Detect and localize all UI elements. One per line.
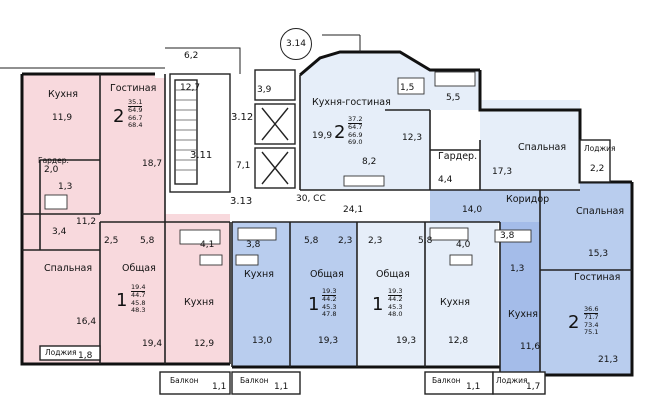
room-kitchen-a4: Кухня bbox=[244, 269, 274, 280]
room-bedroom-a2: Спальная bbox=[518, 142, 567, 153]
area-3-8-b: 3,8 bbox=[500, 231, 515, 241]
section-label-311: 3.11 bbox=[190, 150, 213, 161]
apt-rooms-a4: 1 bbox=[308, 294, 320, 315]
area-2-3-a: 2,3 bbox=[338, 236, 353, 246]
balcony-a5: Балкон bbox=[432, 376, 461, 385]
wall-outer-left bbox=[20, 74, 40, 366]
area-19-4: 19,4 bbox=[142, 339, 163, 349]
section-label-312: 3.12 bbox=[231, 112, 254, 123]
area-8-2: 8,2 bbox=[362, 157, 377, 167]
area-12-7: 12,7 bbox=[180, 83, 201, 93]
room-common-a4: Общая bbox=[310, 269, 344, 280]
area-16-4: 16,4 bbox=[76, 317, 97, 327]
section-label-313: 3.13 bbox=[230, 196, 253, 207]
area-11-2: 11,2 bbox=[76, 217, 97, 227]
apt-rooms-a1: 2 bbox=[113, 106, 125, 127]
area-7-1: 7,1 bbox=[236, 161, 251, 171]
area-18-7: 18,7 bbox=[142, 159, 163, 169]
room-common-a5: Общая bbox=[376, 269, 410, 280]
apt-fill-a2 bbox=[300, 52, 480, 190]
area-4-0: 4,0 bbox=[456, 240, 471, 250]
area-19-3-a: 19,3 bbox=[318, 336, 339, 346]
area-1-3-b: 1,3 bbox=[510, 264, 525, 274]
section-label-314: 3.14 bbox=[280, 28, 312, 60]
room-kitchen-a6: Кухня bbox=[508, 309, 538, 320]
room-living-a1: Гостиная bbox=[110, 83, 157, 94]
area-12-9: 12,9 bbox=[194, 339, 215, 349]
area-1-1-a: 1,1 bbox=[212, 382, 227, 392]
area-1-1-c: 1,1 bbox=[466, 382, 481, 392]
area-1-8: 1,8 bbox=[78, 351, 93, 361]
apt-rooms-a5: 1 bbox=[372, 294, 384, 315]
area-14-0: 14,0 bbox=[462, 205, 483, 215]
area-12-8: 12,8 bbox=[448, 336, 469, 346]
area-1-5: 1,5 bbox=[400, 83, 415, 93]
apt-rooms-a2: 2 bbox=[334, 122, 346, 143]
balcony-a3: Балкон bbox=[170, 376, 199, 385]
room-common-a3: Общая bbox=[122, 263, 156, 274]
area-3-9: 3,9 bbox=[257, 85, 272, 95]
apt-rooms-a6: 2 bbox=[568, 312, 580, 333]
loggia-a2: Лоджия bbox=[584, 144, 616, 153]
apt-rooms-a3: 1 bbox=[116, 290, 128, 311]
area-17-3: 17,3 bbox=[492, 167, 513, 177]
room-wardrobe-a1: Гардер. bbox=[38, 156, 69, 165]
area-11-6: 11,6 bbox=[520, 342, 541, 352]
room-living-a6: Гостиная bbox=[574, 272, 621, 283]
wall-top-mid bbox=[299, 50, 480, 77]
room-kitchen-a3: Кухня bbox=[184, 297, 214, 308]
area-3-8-a: 3,8 bbox=[246, 240, 261, 250]
area-13-0: 13,0 bbox=[252, 336, 273, 346]
area-19-3-b: 19,3 bbox=[396, 336, 417, 346]
area-5-8-c: 5,8 bbox=[418, 236, 433, 246]
area-1-3-a: 1,3 bbox=[58, 182, 73, 192]
room-kitchen-living-a2: Кухня-гостиная bbox=[312, 97, 391, 108]
area-1-1-b: 1,1 bbox=[274, 382, 289, 392]
area-2-0: 2,0 bbox=[44, 165, 59, 175]
area-1-7: 1,7 bbox=[526, 382, 541, 392]
area-12-3: 12,3 bbox=[402, 133, 423, 143]
area-19-9: 19,9 bbox=[312, 131, 333, 141]
balcony-a4: Балкон bbox=[240, 376, 269, 385]
apt-fill-a2b bbox=[480, 100, 580, 190]
area-5-8-a: 5,8 bbox=[140, 236, 155, 246]
apt-fill-a6 bbox=[430, 182, 632, 375]
area-21-3: 21,3 bbox=[598, 355, 619, 365]
apt-fill-a6-dark bbox=[500, 222, 540, 372]
area-2-3-b: 2,3 bbox=[368, 236, 383, 246]
room-kitchen-a5: Кухня bbox=[440, 297, 470, 308]
area-5-8-b: 5,8 bbox=[304, 236, 319, 246]
area-3-4: 3,4 bbox=[52, 227, 67, 237]
room-wardrobe-a6: Гардер. bbox=[438, 151, 478, 162]
area-24-1: 24,1 bbox=[343, 205, 364, 215]
loggia-a3: Лоджия bbox=[45, 348, 77, 357]
apt-fill-a5 bbox=[358, 222, 498, 367]
loggia-a6: Лоджия bbox=[496, 376, 528, 385]
room-bedroom-a6: Спальная bbox=[576, 206, 625, 217]
room-corridor-a6: Коридор bbox=[506, 194, 550, 205]
corridor-label: 30, СС bbox=[296, 194, 326, 204]
room-kitchen-a1: Кухня bbox=[48, 89, 78, 100]
area-2-5: 2,5 bbox=[104, 236, 119, 246]
area-4-4: 4,4 bbox=[438, 175, 453, 185]
area-4-1: 4,1 bbox=[200, 240, 215, 250]
area-6-2: 6,2 bbox=[184, 51, 199, 61]
area-5-5: 5,5 bbox=[446, 93, 461, 103]
room-bedroom-a3: Спальная bbox=[44, 263, 93, 274]
area-11-9: 11,9 bbox=[52, 113, 73, 123]
apt-fill-a4 bbox=[232, 222, 357, 367]
area-15-3: 15,3 bbox=[588, 249, 609, 259]
area-2-2: 2,2 bbox=[590, 164, 605, 174]
